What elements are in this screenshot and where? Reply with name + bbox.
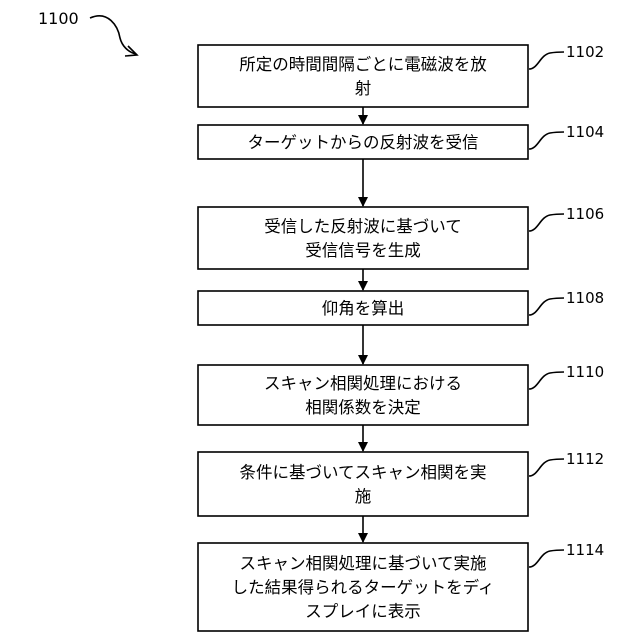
ref-number: 1112 — [566, 450, 604, 468]
step-text-line: スキャン相関処理における — [264, 374, 462, 393]
step-text-line: した結果得られるターゲットをディ — [232, 577, 495, 597]
step-1104: ターゲットからの反射波を受信 1104 — [198, 123, 604, 159]
step-text-line: 受信した反射波に基づいて — [264, 217, 462, 236]
ref-number: 1106 — [566, 205, 604, 223]
step-1108: 仰角を算出 1108 — [198, 289, 604, 325]
steps-layer: 所定の時間間隔ごとに電磁波を放射 1102 ターゲットからの反射波を受信 1104 受信… — [198, 43, 604, 631]
step-1112: 条件に基づいてスキャン相関を実施 1112 — [198, 450, 604, 516]
ref-number: 1114 — [566, 541, 604, 559]
step-text-line: 所定の時間間隔ごとに電磁波を放 — [239, 55, 487, 74]
ref-number: 1102 — [566, 43, 604, 61]
step-text-line: スキャン相関処理に基づいて実施 — [239, 554, 486, 573]
step-1114: スキャン相関処理に基づいて実施した結果得られるターゲットをディスプレイに表示 11… — [198, 541, 604, 631]
ref-leader-line — [529, 459, 564, 476]
step-1106: 受信した反射波に基づいて受信信号を生成 1106 — [198, 205, 604, 269]
ref-number: 1104 — [566, 123, 604, 141]
figure-pointer-arrow — [90, 16, 136, 54]
ref-leader-line — [529, 132, 564, 149]
ref-leader-line — [529, 372, 564, 389]
step-text-line: 仰角を算出 — [322, 299, 405, 318]
step-text-line: ターゲットからの反射波を受信 — [248, 133, 479, 152]
ref-number: 1110 — [566, 363, 604, 381]
ref-leader-line — [529, 214, 564, 231]
step-text-line: 射 — [355, 79, 372, 98]
step-1102: 所定の時間間隔ごとに電磁波を放射 1102 — [198, 43, 604, 107]
figure-number: 1100 — [38, 9, 79, 28]
step-1110: スキャン相関処理における相関係数を決定 1110 — [198, 363, 604, 425]
step-text-line: 受信信号を生成 — [305, 241, 421, 260]
step-text-line: 施 — [355, 487, 372, 506]
step-text-line: 相関係数を決定 — [305, 398, 421, 417]
step-box — [198, 452, 528, 516]
ref-leader-line — [529, 298, 564, 315]
ref-leader-line — [529, 52, 564, 69]
ref-leader-line — [529, 550, 564, 567]
ref-number: 1108 — [566, 289, 604, 307]
step-text-line: スプレイに表示 — [305, 602, 421, 621]
figure-pointer-arrowhead — [125, 46, 137, 56]
step-text-line: 条件に基づいてスキャン相関を実 — [239, 463, 486, 482]
